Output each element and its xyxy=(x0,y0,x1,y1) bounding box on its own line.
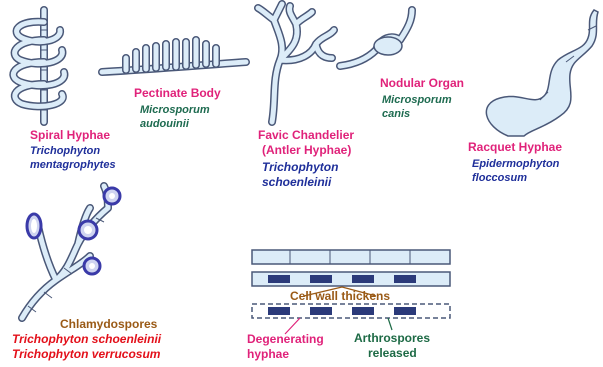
racquet-hyphae-species-1: Epidermophyton xyxy=(472,157,559,171)
pectinate-body-species-2: audouinii xyxy=(140,117,189,131)
nodular-organ-drawing xyxy=(340,10,412,66)
chlamydospores-title: Chlamydospores xyxy=(60,317,157,331)
chlamydospores-drawing xyxy=(22,186,120,318)
arthrospores-released-label-2: released xyxy=(368,346,417,360)
spiral-hyphae-drawing xyxy=(13,10,64,122)
degenerating-hyphae-label-2: hyphae xyxy=(247,347,289,361)
pectinate-body-title: Pectinate Body xyxy=(134,86,221,100)
spiral-hyphae-species-2: mentagrophytes xyxy=(30,158,116,172)
nodular-organ-species-2: canis xyxy=(382,107,410,121)
spiral-hyphae-title: Spiral Hyphae xyxy=(30,128,110,142)
racquet-hyphae-title: Racquet Hyphae xyxy=(468,140,562,154)
favic-chandelier-title-1: Favic Chandelier xyxy=(258,128,354,142)
spiral-hyphae-species-1: Trichophyton xyxy=(30,144,100,158)
racquet-hyphae-drawing xyxy=(486,10,598,136)
nodular-organ-title: Nodular Organ xyxy=(380,76,464,90)
favic-chandelier-drawing xyxy=(258,4,334,122)
degenerating-hyphae-label-1: Degenerating xyxy=(247,332,324,346)
nodular-organ-species-1: Microsporum xyxy=(382,93,452,107)
cell-wall-thickens-label: Cell wall thickens xyxy=(290,289,390,303)
chlamydospores-species-2: Trichophyton verrucosum xyxy=(12,347,160,361)
arthrospores-released-label-1: Arthrospores xyxy=(354,331,430,345)
chlamydospores-species-1: Trichophyton schoenleinii xyxy=(12,332,161,346)
favic-chandelier-species-1: Trichophyton xyxy=(262,160,338,174)
favic-chandelier-title-2: (Antler Hyphae) xyxy=(262,143,351,157)
pectinate-body-drawing xyxy=(102,40,246,72)
racquet-hyphae-species-2: floccosum xyxy=(472,171,527,185)
favic-chandelier-species-2: schoenleinii xyxy=(262,175,331,189)
pectinate-body-species-1: Microsporum xyxy=(140,103,210,117)
